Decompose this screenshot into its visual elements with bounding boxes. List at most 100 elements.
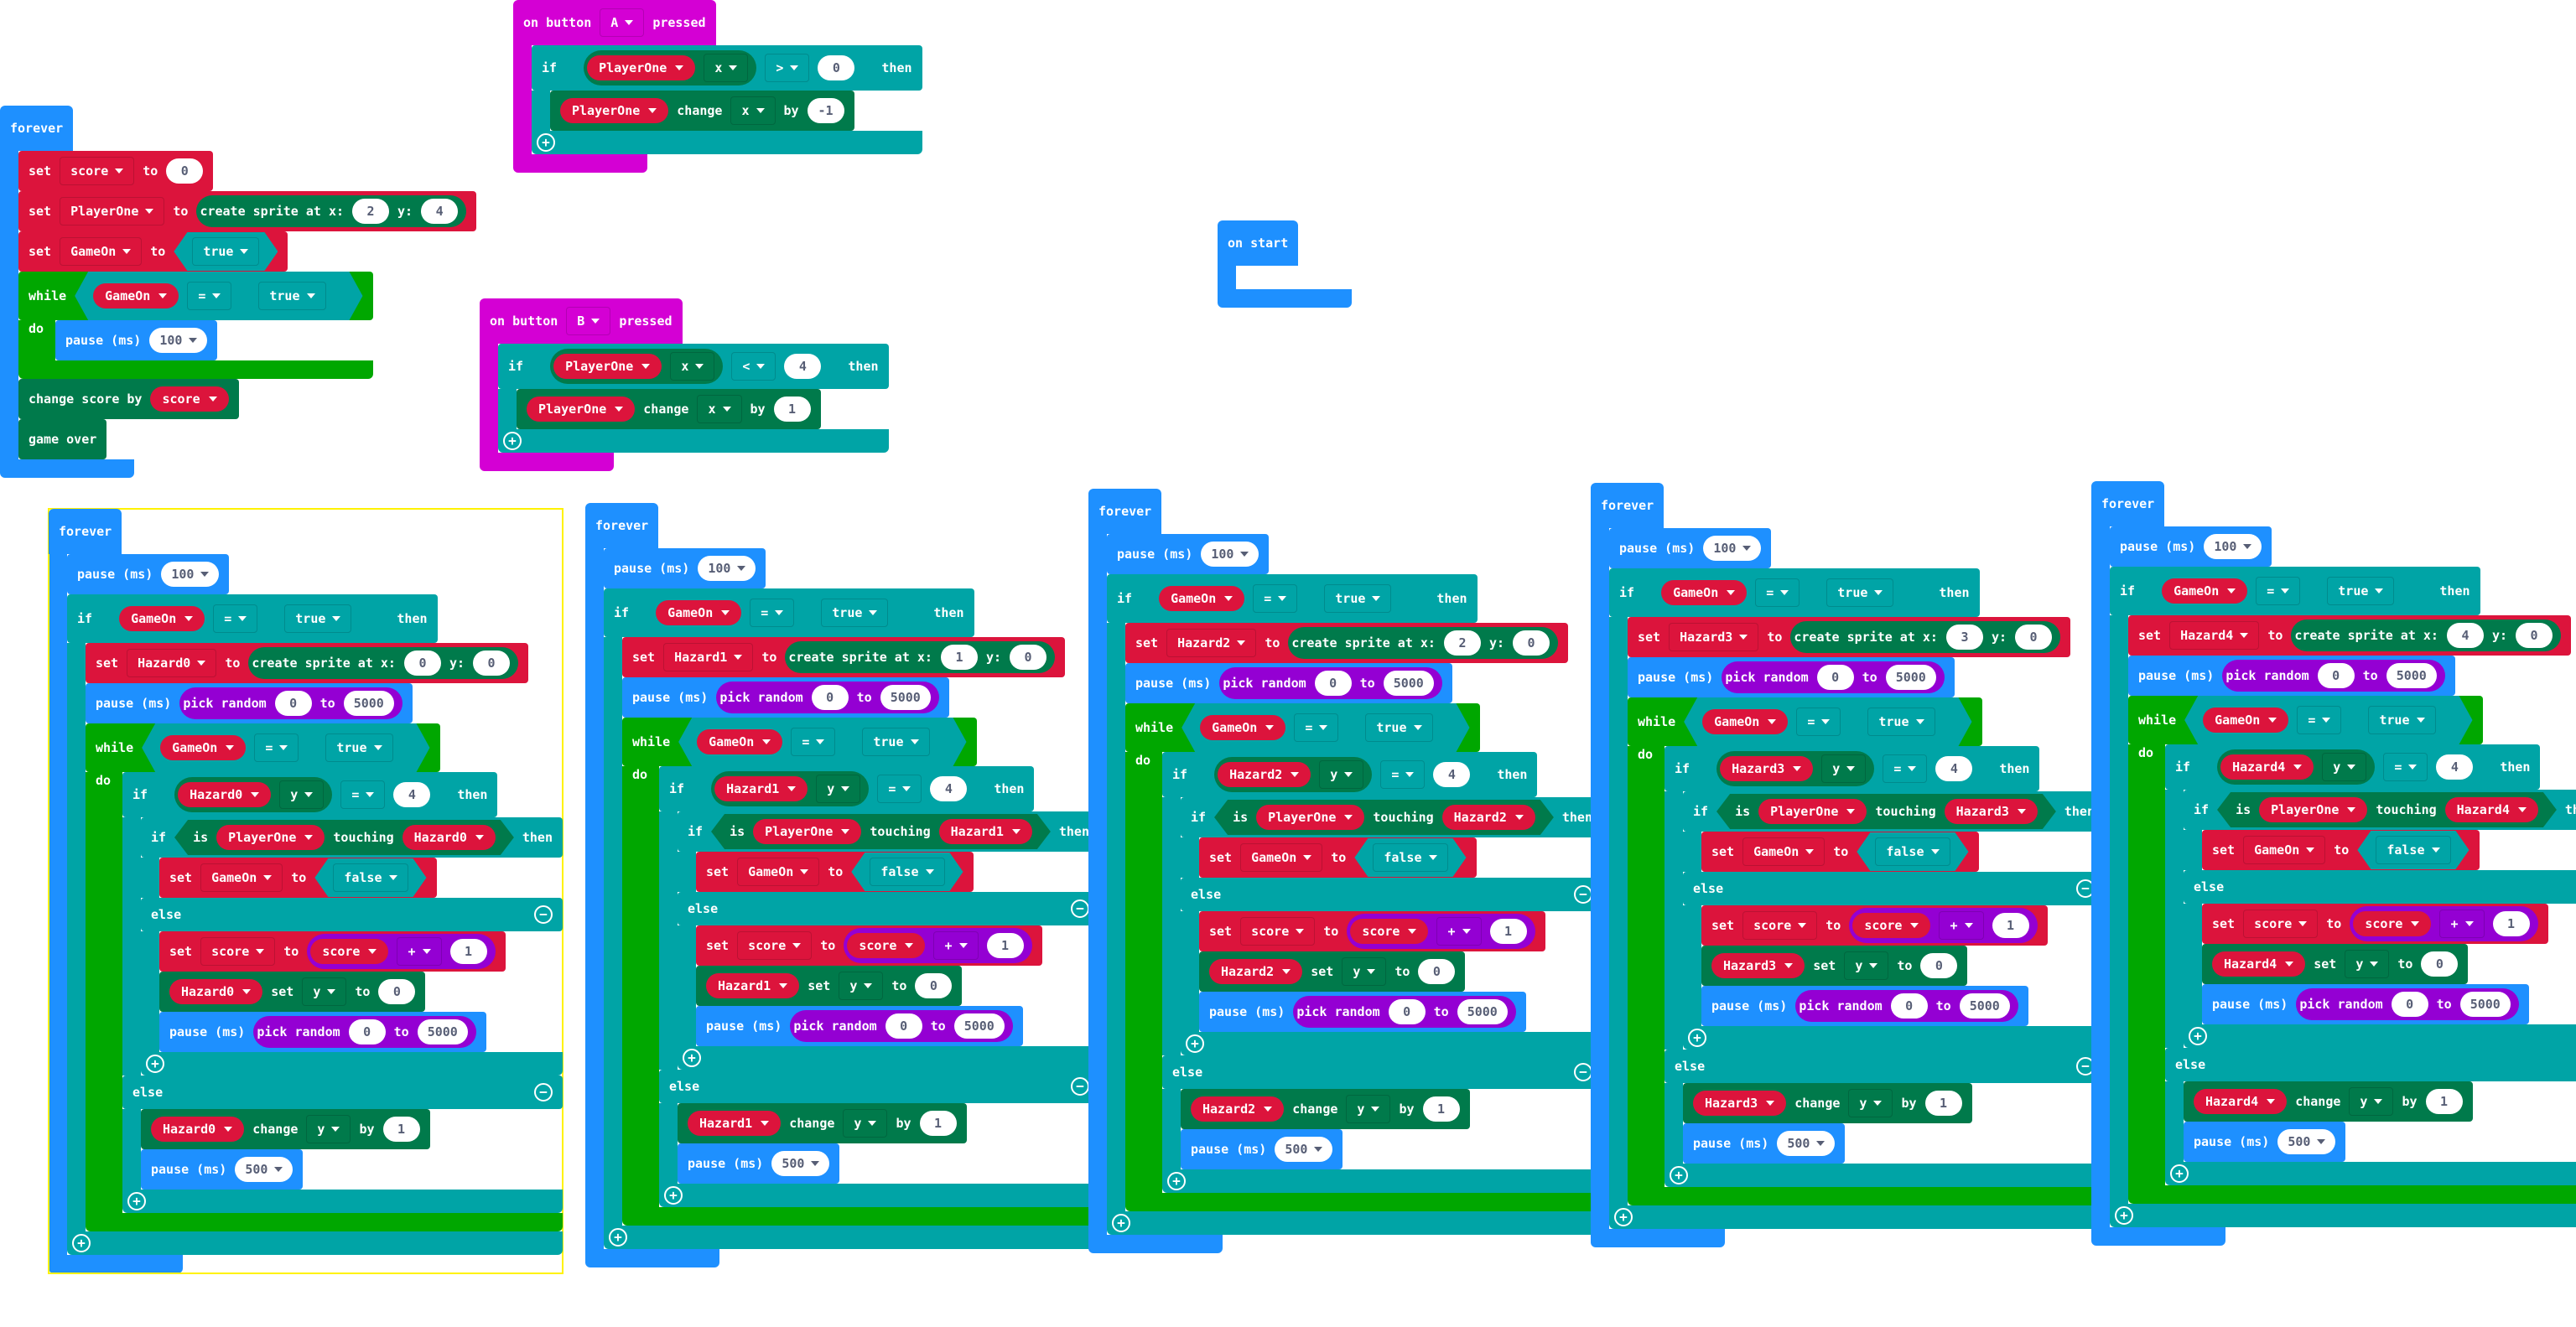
boolean-expression[interactable]: true [174, 232, 278, 271]
number-input[interactable]: 2 [352, 199, 390, 224]
number-input[interactable]: 0 [1314, 671, 1352, 696]
variable-hazard4[interactable]: Hazard4 [2194, 1089, 2288, 1114]
number-input[interactable]: 0 [2015, 625, 2053, 650]
dropdown-true[interactable]: true [2368, 706, 2435, 734]
hat-block[interactable]: forever [585, 503, 659, 548]
plus-icon[interactable]: + [1688, 1029, 1706, 1047]
variable-playerone[interactable]: PlayerOne [527, 397, 636, 422]
number-input[interactable]: 1 [986, 933, 1024, 958]
boolean-expression[interactable]: GameOn = true [678, 718, 966, 766]
variable-hazard1[interactable]: Hazard1 [688, 1111, 782, 1136]
else-row[interactable]: else− [1162, 1055, 1602, 1089]
dropdown-y[interactable]: y [279, 780, 324, 809]
variable-playerone[interactable]: PlayerOne [1256, 805, 1364, 830]
variable-gameon[interactable]: GameOn [697, 729, 782, 754]
dropdown-true[interactable]: true [1867, 708, 1935, 736]
plus-icon[interactable]: + [127, 1192, 146, 1210]
minus-icon[interactable]: − [1574, 1063, 1592, 1081]
hat-block[interactable]: forever [0, 106, 74, 151]
statement-block[interactable]: game over [18, 419, 107, 459]
statement-block[interactable]: pause (ms)500 [1181, 1129, 1343, 1169]
variable-gameon[interactable]: GameOn [1200, 715, 1285, 740]
number-dropdown[interactable]: 100 [2204, 534, 2262, 559]
dropdown-false[interactable]: false [2376, 836, 2450, 864]
number-input[interactable]: 1 [2492, 911, 2530, 936]
minus-icon[interactable]: − [1574, 885, 1592, 904]
statement-row[interactable]: pause (ms)100 [1609, 528, 1772, 568]
dropdown-false[interactable]: false [1875, 837, 1950, 866]
number-input[interactable]: 5000 [953, 1013, 1005, 1039]
dropdown-token[interactable]: = [1253, 584, 1297, 613]
else-row[interactable]: else− [2184, 870, 2576, 904]
number-input[interactable]: 0 [473, 651, 511, 676]
boolean-expression[interactable]: false [314, 858, 426, 897]
variable-hazard2[interactable]: Hazard2 [1191, 1096, 1285, 1122]
number-input[interactable]: 0 [2317, 663, 2355, 688]
number-dropdown[interactable]: 500 [1275, 1137, 1333, 1162]
dropdown-token[interactable]: = [791, 728, 835, 756]
dropdown-gameon[interactable]: GameOn [737, 858, 820, 886]
dropdown-b[interactable]: B [566, 307, 611, 335]
number-input[interactable]: 1 [1422, 1096, 1460, 1122]
boolean-expression[interactable]: false [851, 853, 963, 891]
variable-score[interactable]: score [2353, 911, 2432, 936]
boolean-expression[interactable]: true [1808, 573, 1912, 612]
variable-hazard1[interactable]: Hazard1 [714, 776, 808, 801]
variable-playerone[interactable]: PlayerOne [753, 819, 861, 844]
statement-block[interactable]: pause (ms)100 [1107, 534, 1270, 574]
number-input[interactable]: 4 [1433, 762, 1470, 787]
dropdown-true[interactable]: true [821, 599, 888, 627]
number-input[interactable]: 4 [2436, 754, 2473, 780]
dropdown-score[interactable]: score [2243, 910, 2319, 938]
variable-hazard3[interactable]: Hazard3 [1711, 953, 1805, 978]
dropdown-y[interactable]: y [816, 775, 860, 803]
number-dropdown[interactable]: 500 [771, 1151, 830, 1176]
dropdown-x[interactable]: x [730, 96, 776, 125]
number-input[interactable]: 0 [2516, 623, 2553, 648]
statement-row[interactable]: pause (ms)500 [1181, 1129, 1343, 1169]
c-block-header[interactable]: ifisPlayerOnetouchingHazard4then [2184, 790, 2576, 830]
plus-icon[interactable]: + [2189, 1027, 2207, 1045]
hat-block[interactable]: forever [1088, 489, 1162, 534]
dropdown-true[interactable]: true [862, 728, 929, 756]
minus-icon[interactable]: − [1071, 899, 1089, 918]
else-row[interactable]: else− [2165, 1048, 2576, 1081]
